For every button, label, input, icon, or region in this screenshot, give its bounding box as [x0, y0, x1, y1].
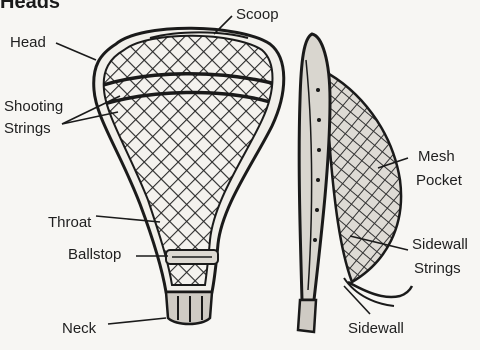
- label-shooting-strings-1: Shooting: [4, 98, 63, 116]
- label-ballstop: Ballstop: [68, 246, 121, 264]
- label-mesh-pocket-1: Mesh: [418, 148, 455, 166]
- label-head: Head: [10, 34, 46, 52]
- label-sidewall: Sidewall: [348, 320, 404, 338]
- label-scoop: Scoop: [236, 6, 279, 24]
- front-view-head: [94, 28, 284, 324]
- label-sidewall-strings-1: Sidewall: [412, 236, 468, 254]
- label-mesh-pocket-2: Pocket: [416, 172, 462, 190]
- label-shooting-strings-2: Strings: [4, 120, 51, 138]
- label-sidewall-strings-2: Strings: [414, 260, 461, 278]
- side-view-head: [298, 34, 412, 332]
- label-neck: Neck: [62, 320, 96, 338]
- label-throat: Throat: [48, 214, 91, 232]
